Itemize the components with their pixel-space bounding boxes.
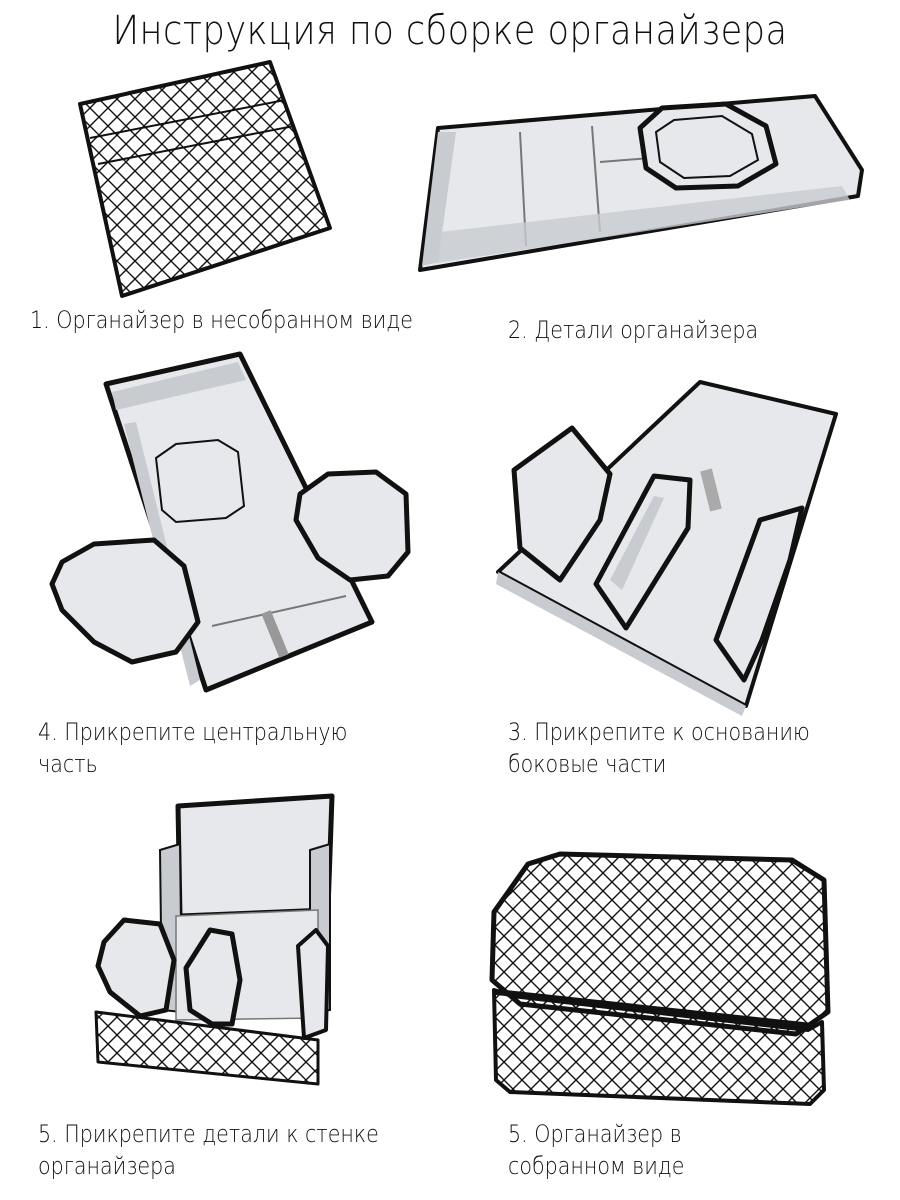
step-caption: 4. Прикрепите центральную часть [38, 716, 347, 780]
step-caption: 5. Прикрепите детали к стенке органайзер… [38, 1118, 379, 1182]
attach-center-part-illustration [49, 351, 411, 693]
attach-parts-to-wall-illustration [94, 793, 335, 1086]
step-label-line1: 1. Органайзер в несобранном виде [30, 306, 413, 334]
step-label-line2: органайзера [38, 1152, 176, 1180]
step-label-line1: 4. Прикрепите центральную [38, 718, 348, 746]
attach-side-parts-illustration [496, 380, 838, 716]
flat-organizer-illustration [78, 60, 332, 298]
assembled-organizer-illustration [489, 851, 831, 1106]
step-label-line2: часть [38, 750, 98, 778]
step-label-line2: боковые части [508, 750, 667, 778]
organizer-parts-illustration [418, 94, 864, 272]
step-caption: 5. Органайзер в собранном виде [508, 1118, 684, 1182]
page-title: Инструкция по сборке органайзера [112, 8, 788, 54]
step-caption: 1. Органайзер в несобранном виде [30, 304, 413, 336]
step-label-line1: 2. Детали органайзера [508, 316, 759, 344]
step-caption: 2. Детали органайзера [508, 314, 758, 346]
step-caption: 3. Прикрепите к основанию боковые части [508, 716, 810, 780]
step-label-line2: собранном виде [508, 1152, 685, 1180]
step-label-line1: 5. Органайзер в [508, 1120, 682, 1148]
step-label-line1: 3. Прикрепите к основанию [508, 718, 810, 746]
step-label-line1: 5. Прикрепите детали к стенке [38, 1120, 379, 1148]
